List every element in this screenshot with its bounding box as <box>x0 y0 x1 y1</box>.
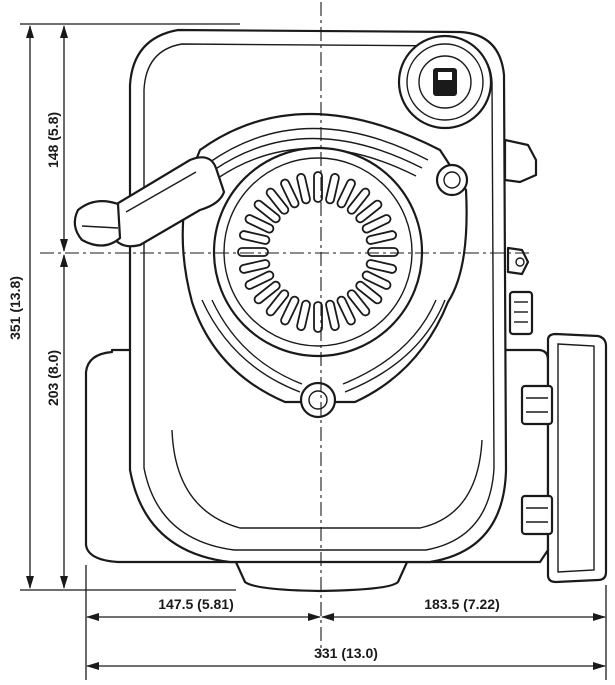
vent-slot <box>336 295 356 326</box>
dimension-total-height: 351 (13.8) <box>7 23 240 591</box>
vent-slot <box>365 259 397 274</box>
vent-slot <box>265 187 290 215</box>
vent-slot <box>325 299 340 331</box>
right-side-fixtures <box>503 138 538 336</box>
dimension-right-width: 183.5 (7.22) <box>321 596 606 621</box>
vent-slot <box>313 171 323 203</box>
dimension-left-width: 147.5 (5.81) <box>86 596 321 621</box>
label-total-height: 351 (13.8) <box>7 276 23 340</box>
vent-slot <box>237 247 269 257</box>
muffler <box>520 332 608 584</box>
vent-slot <box>280 178 300 209</box>
vent-slot <box>355 280 383 305</box>
vent-slot <box>367 247 399 257</box>
vent-slot <box>239 259 271 274</box>
label-right-width: 183.5 (7.22) <box>424 596 500 612</box>
vent-slot <box>361 214 392 234</box>
label-lower-height: 203 (8.0) <box>45 350 61 406</box>
vent-slot <box>355 199 383 224</box>
vent-slot <box>361 270 392 290</box>
vent-slot <box>253 280 281 305</box>
vent-slot <box>346 289 371 317</box>
vent-slot <box>265 289 290 317</box>
vent-slot <box>313 301 323 333</box>
vent-slot <box>325 173 340 205</box>
dimension-upper-height: 148 (5.8) <box>45 25 68 252</box>
vent-slot <box>280 295 300 326</box>
starter-bolt-upper <box>435 163 469 197</box>
vent-slot <box>244 270 275 290</box>
dimension-total-width: 331 (13.0) <box>86 645 606 670</box>
vent-slot <box>239 230 271 245</box>
starter-handle <box>73 156 226 248</box>
vent-slot <box>296 173 311 205</box>
dimension-lower-height: 203 (8.0) <box>45 254 68 589</box>
label-total-width: 331 (13.0) <box>314 645 378 661</box>
starter-bolt-lower <box>299 381 337 419</box>
vent-slot <box>296 299 311 331</box>
vent-slot <box>244 214 275 234</box>
fuel-cap-icon <box>433 68 457 96</box>
recoil-starter <box>181 113 469 419</box>
label-left-width: 147.5 (5.81) <box>158 596 234 612</box>
vent-slot <box>253 199 281 224</box>
fuel-cap <box>397 34 493 130</box>
vent-slot <box>346 187 371 215</box>
vent-slot <box>365 230 397 245</box>
vent-slot <box>336 178 356 209</box>
starter-vents <box>237 171 399 333</box>
label-upper-height: 148 (5.8) <box>45 112 61 168</box>
